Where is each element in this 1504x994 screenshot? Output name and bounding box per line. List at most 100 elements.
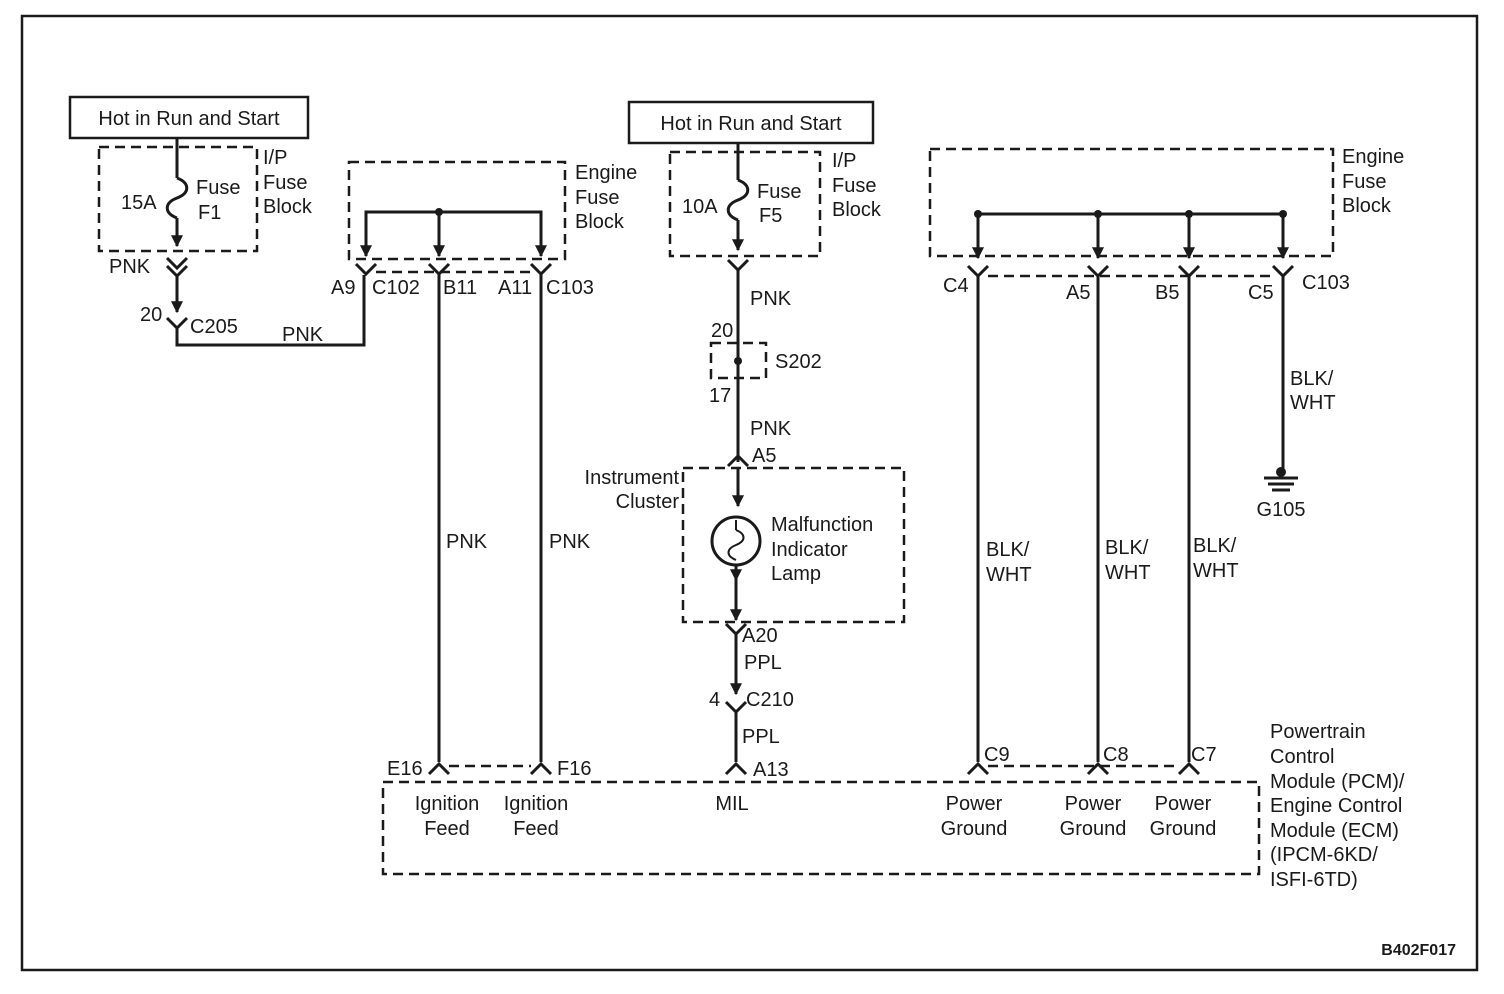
wire-label-pnk-a11: PNK [549, 531, 591, 553]
ip-fuse-block-f5-label-1: I/P [832, 150, 856, 172]
fuse-f1-id: F1 [198, 202, 221, 224]
pin-a5-cluster: A5 [752, 445, 776, 467]
connector-c8 [1086, 761, 1110, 776]
wire-label-blkwht-b5-1: BLK/ [1193, 535, 1237, 557]
pcm-label-5: Module (ECM) [1270, 820, 1399, 842]
pcm-label-7: ISFI-6TD) [1270, 869, 1358, 891]
pcm-pin-pg3-1: Power [1155, 793, 1212, 815]
pcm-label-6: (IPCM-6KD/ [1270, 844, 1378, 866]
pcm-pin-pg2-1: Power [1065, 793, 1122, 815]
fuse-f5-rating: 10A [682, 196, 718, 218]
splice-s202-dot [734, 357, 742, 365]
connector-c9 [966, 761, 990, 776]
ip-fuse-block-f1-label-1: I/P [263, 147, 287, 169]
engine-fuse-block-right-label-2: Fuse [1342, 171, 1386, 193]
pin-a9: A9 [331, 277, 355, 299]
fuse-f1-name: Fuse [196, 177, 240, 199]
pcm-pin-ign1-1: Ignition [415, 793, 480, 815]
diagram-frame [20, 14, 1479, 972]
wire-label-blkwht-b5-2: WHT [1193, 560, 1239, 582]
wire-label-pnk-s202: PNK [750, 418, 792, 440]
pin-a5-right: A5 [1066, 282, 1090, 304]
fuse-f1-rating: 15A [121, 192, 157, 214]
wire-label-blkwht-c5-1: BLK/ [1290, 368, 1334, 390]
engine-fuse-block-right-label-1: Engine [1342, 146, 1404, 168]
wire-label-blkwht-a5-1: BLK/ [1105, 537, 1149, 559]
connector-a5-right [1086, 264, 1110, 279]
s202-pin-in: 20 [711, 320, 733, 342]
connector-c210 [724, 700, 748, 715]
header-box-center [627, 100, 875, 145]
instrument-cluster-label-2: Cluster [616, 491, 680, 513]
ip-fuse-block-f1-outline [97, 145, 259, 253]
ip-fuse-block-f1-label-2: Fuse [263, 172, 307, 194]
connector-a5-cluster [726, 453, 750, 468]
engine-fuse-block-right-outline [928, 147, 1335, 258]
engine-fuse-block-left-label-3: Block [575, 211, 625, 233]
instrument-cluster-label-1: Instrument [585, 467, 680, 489]
ip-fuse-block-f5-label-3: Block [832, 199, 882, 221]
ip-fuse-block-f5-label-2: Fuse [832, 175, 876, 197]
pcm-outline [381, 780, 1261, 876]
pin-e16: E16 [387, 758, 423, 780]
mil-lamp-label-3: Lamp [771, 563, 821, 585]
pin-c7: C7 [1191, 744, 1217, 766]
pcm-label-4: Engine Control [1270, 795, 1402, 817]
mil-lamp-label-2: Indicator [771, 539, 848, 561]
pin-c8: C8 [1103, 744, 1129, 766]
header-box-left [68, 95, 310, 140]
engine-fuse-block-left-label-1: Engine [575, 162, 637, 184]
engine-fuse-block-left-outline [347, 160, 567, 261]
connector-c103-left-label: C103 [546, 277, 594, 299]
mil-lamp-label-1: Malfunction [771, 514, 873, 536]
connector-a13 [724, 761, 748, 776]
instrument-cluster-outline [681, 466, 906, 624]
c205-label: C205 [190, 316, 238, 338]
pcm-pin-ign2-2: Feed [513, 818, 559, 840]
figure-id: B402F017 [1381, 942, 1456, 959]
connector-c4 [966, 264, 990, 279]
wire-label-blkwht-c5-2: WHT [1290, 392, 1336, 414]
pin-c9: C9 [984, 744, 1010, 766]
wire-label-pnk-c205: PNK [282, 324, 324, 346]
wire-label-pnk-f1: PNK [109, 256, 151, 278]
pin-a11: A11 [498, 277, 532, 299]
wire-label-blkwht-c4-1: BLK/ [986, 539, 1030, 561]
pin-c4: C4 [943, 275, 969, 297]
pin-a13: A13 [753, 759, 789, 781]
connector-c103-right-label: C103 [1302, 272, 1350, 294]
wire-label-pnk-b11: PNK [446, 531, 488, 553]
wire-label-blkwht-a5-2: WHT [1105, 562, 1151, 584]
connector-c102-label: C102 [372, 277, 420, 299]
c210-label: C210 [746, 689, 794, 711]
pin-f16: F16 [557, 758, 591, 780]
splice-s202-label: S202 [775, 351, 822, 373]
connector-a11 [529, 262, 553, 277]
wire-label-ppl-a20: PPL [744, 652, 782, 674]
fuse-f1-symbol [165, 176, 189, 220]
pcm-label-1: Powertrain [1270, 721, 1366, 743]
ip-fuse-block-f1-label-3: Block [263, 196, 313, 218]
connector-f5-out [726, 258, 750, 273]
splice-s202-box [709, 341, 768, 380]
pin-c5: C5 [1248, 282, 1274, 304]
pcm-label-3: Module (PCM)/ [1270, 771, 1405, 793]
pcm-pin-pg2-2: Ground [1060, 818, 1127, 840]
c205-pin: 20 [140, 304, 162, 326]
header-left: Hot in Run and Start [98, 108, 280, 130]
engine-fuse-block-right-label-3: Block [1342, 195, 1392, 217]
pin-b5: B5 [1155, 282, 1179, 304]
pcm-pin-mil: MIL [715, 793, 748, 815]
header-center: Hot in Run and Start [660, 113, 842, 135]
wire-label-ppl-c210: PPL [742, 726, 780, 748]
pcm-pin-pg1-2: Ground [941, 818, 1008, 840]
engine-fuse-block-left-label-2: Fuse [575, 187, 619, 209]
connector-c205 [165, 316, 189, 331]
wire-label-pnk-f5: PNK [750, 288, 792, 310]
pin-a20: A20 [742, 625, 778, 647]
pcm-pin-pg3-2: Ground [1150, 818, 1217, 840]
connector-e16 [427, 761, 451, 776]
s202-pin-out: 17 [709, 385, 731, 407]
fuse-f5-name: Fuse [757, 181, 801, 203]
